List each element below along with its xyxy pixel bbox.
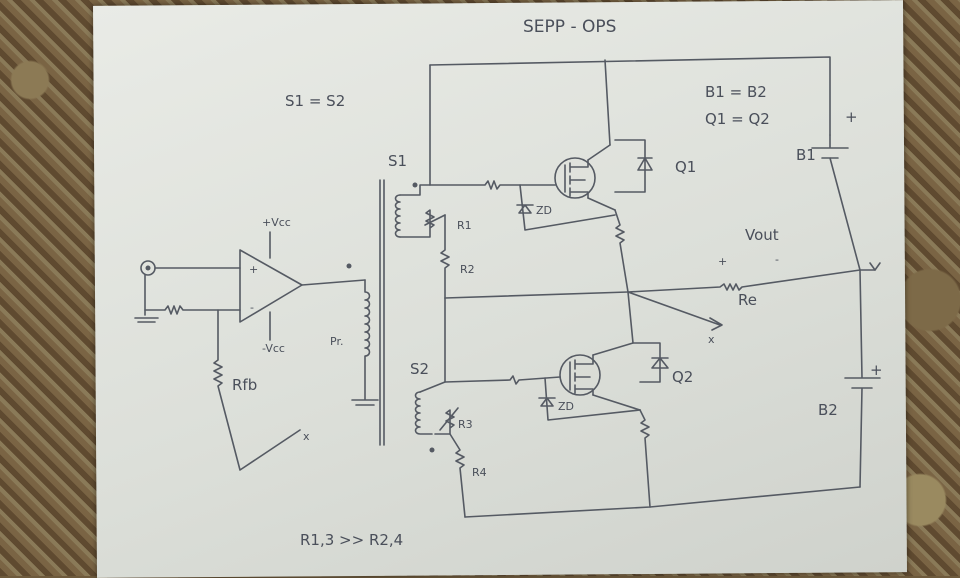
feedback-resistor — [213, 309, 301, 471]
input-connector — [140, 260, 156, 276]
transformer-s1 — [394, 194, 401, 238]
wire-s1-gate — [399, 180, 556, 196]
zener-zd1 — [516, 204, 534, 214]
title: SEPP - OPS — [523, 17, 616, 37]
wire-zd2 — [544, 377, 641, 421]
q2-leads — [592, 342, 641, 411]
label-s1: S1 — [388, 152, 407, 170]
input-ground — [134, 274, 159, 323]
wire-x2 — [627, 291, 723, 331]
opamp-plus: + — [249, 263, 258, 276]
label-q2: Q2 — [672, 368, 693, 386]
label-rfb: Rfb — [232, 376, 257, 394]
label-s2: S2 — [410, 360, 429, 378]
label-x2: x — [708, 333, 715, 346]
wire-zd1 — [519, 184, 616, 231]
input-resistor — [144, 305, 241, 315]
zener-zd2 — [538, 397, 556, 407]
label-r1: R1 — [457, 219, 472, 232]
b1-plus: + — [845, 108, 858, 126]
q2-body-diode — [627, 291, 669, 383]
q2-mosfet — [559, 354, 601, 396]
primary-dot — [346, 263, 352, 269]
label-r3: R3 — [458, 418, 473, 431]
label-r2: R2 — [460, 263, 475, 276]
q1-leads — [587, 144, 616, 211]
wire-s2-top — [419, 381, 446, 393]
label-x1: x — [303, 430, 310, 443]
transformer-s2 — [414, 391, 433, 435]
note-s-equal: S1 = S2 — [285, 92, 345, 110]
label-pr: Pr. — [330, 335, 343, 348]
wire-s2-gate — [444, 297, 561, 385]
q1-mosfet-internals — [564, 159, 589, 199]
resistor-r3 — [434, 409, 455, 435]
battery-b2 — [844, 269, 881, 488]
s2-dot — [429, 447, 435, 453]
output-arrow — [869, 262, 881, 271]
source-resistor-q1 — [614, 209, 629, 293]
vout-plus: + — [718, 255, 727, 268]
label-b1: B1 — [796, 146, 816, 164]
opamp-symbol — [239, 249, 303, 323]
s1-dot — [412, 182, 418, 188]
wire-q1-drain — [604, 59, 611, 146]
wire-output — [444, 269, 876, 299]
note-r-relation: R1,3 >> R2,4 — [300, 531, 403, 549]
b2-plus: + — [870, 361, 883, 379]
vout-minus: - — [775, 253, 779, 266]
label-zd2: ZD — [558, 400, 574, 413]
label-re: Re — [738, 291, 757, 309]
label-vout: Vout — [745, 226, 779, 244]
battery-b1 — [811, 134, 861, 271]
opamp-minus: - — [250, 301, 254, 314]
q2-mosfet-internals — [569, 354, 594, 396]
source-resistor-q2 — [639, 409, 651, 508]
r1-wiper — [424, 214, 446, 226]
wire-opamp-out — [301, 279, 366, 286]
label-q1: Q1 — [675, 158, 696, 176]
label-vcc-pos: +Vcc — [262, 216, 291, 229]
wire-top-rail — [429, 56, 831, 136]
label-zd1: ZD — [536, 204, 552, 217]
resistor-r4 — [449, 433, 466, 518]
transformer-primary — [351, 279, 379, 406]
label-b2: B2 — [818, 401, 838, 419]
label-r4: R4 — [472, 466, 487, 479]
label-vcc-neg: -Vcc — [262, 342, 285, 355]
resistor-r2 — [440, 214, 450, 299]
transformer-core — [379, 179, 385, 446]
r3-wiper — [439, 407, 459, 431]
q1-mosfet — [554, 157, 596, 199]
resistor-r1 — [399, 209, 435, 238]
note-b-equal: B1 = B2 — [705, 83, 767, 101]
wire-bottom-rail — [464, 486, 861, 518]
q1-body-diode — [614, 139, 653, 193]
note-q-equal: Q1 = Q2 — [705, 110, 770, 128]
